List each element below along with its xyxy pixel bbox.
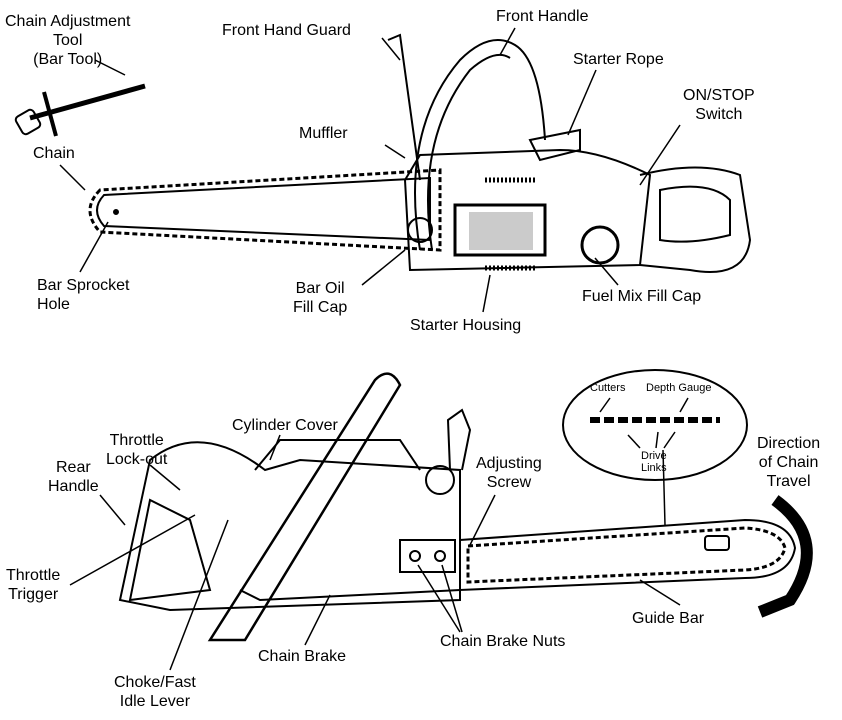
label-line: ON/STOP	[683, 87, 755, 104]
label-line: Bar Oil	[295, 280, 345, 297]
label-chain: Chain	[33, 145, 75, 162]
label-direction-of-chain-travel: Direction of Chain Travel	[757, 434, 820, 491]
label-line: Throttle	[6, 567, 61, 584]
label-cylinder-cover: Cylinder Cover	[232, 417, 338, 434]
label-line: Bar Sprocket	[37, 277, 130, 294]
top-saw-body	[387, 33, 752, 273]
label-line: Hole	[37, 296, 70, 313]
bottom-leader-lines	[69, 434, 681, 671]
label-line: Lock-out	[106, 451, 168, 468]
label-line: Throttle	[109, 432, 164, 449]
label-adjusting-screw: Adjusting Screw	[476, 454, 542, 492]
label-on-stop-switch: ON/STOP Switch	[683, 86, 755, 124]
label-bar-sprocket-hole: Bar Sprocket Hole	[37, 276, 129, 314]
label-front-handle: Front Handle	[496, 8, 589, 25]
label-line: Chain Adjustment	[5, 13, 131, 30]
bottom-saw	[118, 372, 813, 642]
label-rear-handle: Rear Handle	[48, 458, 99, 496]
label-throttle-lockout: Throttle Lock-out	[106, 431, 167, 469]
top-guide-bar	[88, 168, 442, 252]
label-line: Tool	[53, 32, 83, 49]
label-line: Idle Lever	[119, 693, 191, 710]
top-leader-lines	[59, 27, 681, 313]
label-line: Drive	[641, 450, 667, 462]
label-line: Fill Cap	[293, 299, 348, 316]
label-line: Choke/Fast	[114, 674, 196, 691]
label-throttle-trigger: Throttle Trigger	[6, 566, 60, 604]
label-line: (Bar Tool)	[33, 51, 103, 68]
label-starter-housing: Starter Housing	[410, 317, 522, 334]
label-bar-oil-fill-cap: Bar Oil Fill Cap	[293, 279, 347, 317]
label-line: Trigger	[8, 586, 59, 603]
label-front-hand-guard: Front Hand Guard	[222, 22, 351, 39]
label-chain-adjustment-tool: Chain Adjustment Tool (Bar Tool)	[5, 12, 130, 69]
label-chain-brake-nuts: Chain Brake Nuts	[440, 633, 566, 650]
label-depth-gauge: Depth Gauge	[646, 382, 712, 394]
label-line: of Chain	[758, 454, 819, 471]
label-choke-fast-idle-lever: Choke/Fast Idle Lever	[114, 673, 196, 711]
label-starter-rope: Starter Rope	[573, 51, 664, 68]
label-drive-links: Drive Links	[641, 450, 667, 474]
label-guide-bar: Guide Bar	[632, 610, 705, 627]
label-cutters: Cutters	[590, 382, 626, 394]
label-line: Screw	[486, 474, 532, 491]
label-line: Direction	[757, 435, 821, 452]
label-line: Rear	[56, 459, 91, 476]
label-chain-brake: Chain Brake	[258, 648, 347, 665]
chain-detail-inset	[562, 369, 748, 481]
label-line: Switch	[695, 106, 743, 123]
bar-tool-drawing	[14, 83, 146, 137]
label-line: Links	[641, 462, 667, 474]
label-line: Adjusting	[476, 455, 542, 472]
label-line: Travel	[766, 473, 811, 490]
label-muffler: Muffler	[299, 125, 348, 142]
label-fuel-mix-fill-cap: Fuel Mix Fill Cap	[582, 288, 702, 305]
label-line: Handle	[48, 478, 99, 495]
